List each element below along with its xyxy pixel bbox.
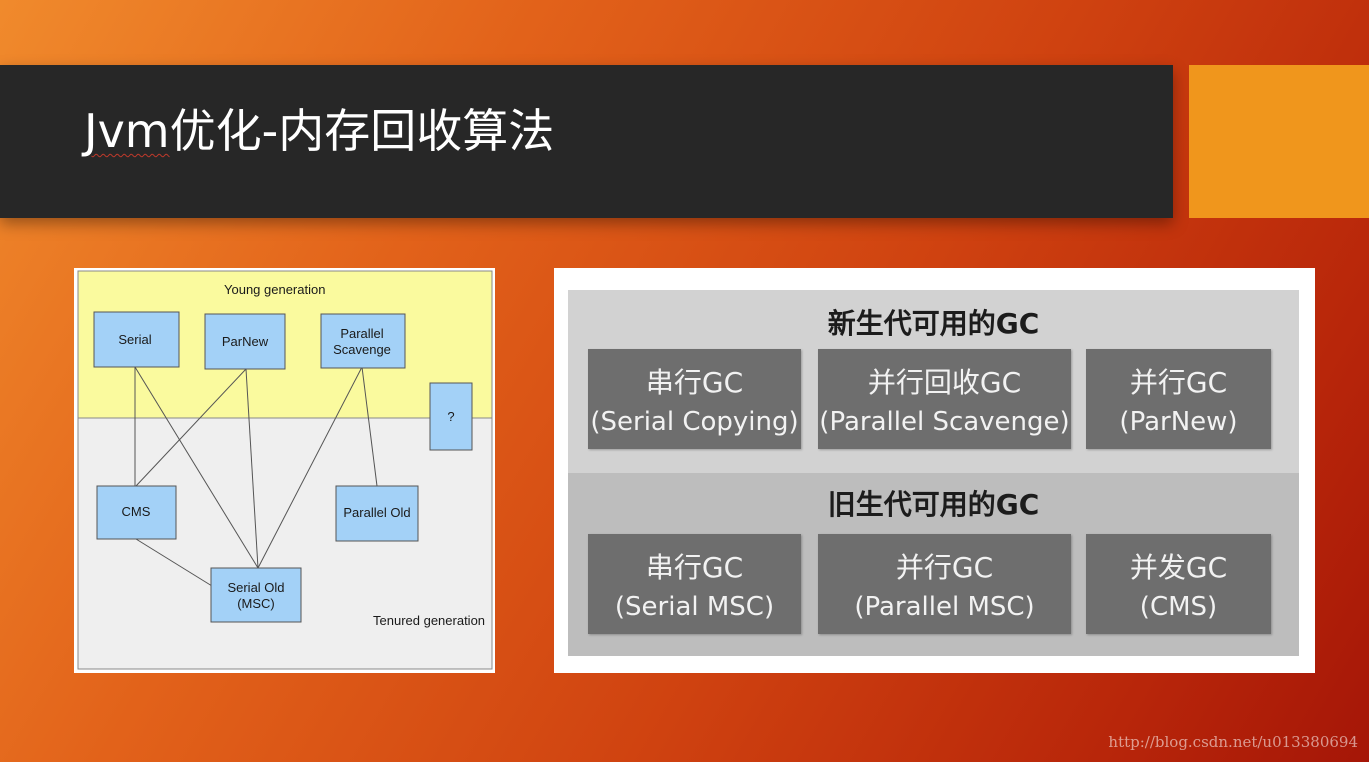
parallel-old-label: Parallel Old [343,505,410,520]
young-cell-2-english: (Parallel Scavenge) [819,407,1070,437]
accent-square [1189,65,1369,218]
slide-title: Jvm优化-内存回收算法 [84,108,554,154]
watermark-url: http://blog.csdn.net/u013380694 [1108,733,1358,751]
old-cell-2-name: 并行GC [895,551,994,584]
old-cell-3-english: (CMS) [1139,592,1218,622]
title-prefix: Jvm [84,104,170,158]
parallel-old-box [335,485,419,542]
old-cell-3-name: 并发GC [1129,551,1228,584]
unknown-collector-box [429,382,473,451]
link-serial-serial-old [134,366,259,569]
tenured-generation-region [77,417,493,670]
old-cell-serial-msc: 串行GC (Serial MSC) [588,534,801,634]
old-cell-1-name: 串行GC [645,551,744,584]
tenured-generation-label: Tenured generation [373,613,485,628]
title-bar [0,65,1173,218]
old-gc-title: 旧生代可用的GC [827,488,1040,521]
available-gc-table: 新生代可用的GC 串行GC (Serial Copying) 并行回收GC (P… [554,268,1315,673]
old-gc-band: 旧生代可用的GC 串行GC (Serial MSC) 并行GC (Paralle… [568,473,1299,656]
serial-old-label-line1: Serial Old [227,580,284,595]
link-scavenge-parallel-old [361,366,378,487]
young-cell-parallel-scavenge: 并行回收GC (Parallel Scavenge) [818,349,1071,449]
gc-table-inner: 新生代可用的GC 串行GC (Serial Copying) 并行回收GC (P… [568,290,1299,656]
link-cms-serial-old [135,538,213,587]
young-gc-band: 新生代可用的GC 串行GC (Serial Copying) 并行回收GC (P… [568,290,1299,473]
parnew-label: ParNew [222,334,269,349]
young-gc-title: 新生代可用的GC [827,307,1040,340]
serial-old-label-line2: (MSC) [237,596,275,611]
diagram-canvas: Young generation Tenured generation Seri… [77,270,493,670]
old-cell-cms: 并发GC (CMS) [1086,534,1271,634]
young-generation-label: Young generation [224,282,325,297]
young-cell-3-english: (ParNew) [1119,407,1238,437]
gc-combination-diagram: Young generation Tenured generation Seri… [74,268,495,673]
serial-box [93,311,180,368]
collector-links [134,366,378,587]
young-cell-1-english: (Serial Copying) [590,407,799,437]
title-rest: 优化-内存回收算法 [169,104,555,158]
parallel-scavenge-box [320,313,406,369]
old-cell-1-english: (Serial MSC) [614,592,775,622]
link-parnew-cms [135,368,247,487]
serial-old-box [210,567,302,623]
serial-label: Serial [118,332,151,347]
young-cell-3-name: 并行GC [1129,366,1228,399]
old-cell-parallel-msc: 并行GC (Parallel MSC) [818,534,1071,634]
link-scavenge-serial-old [257,366,363,569]
parallel-scavenge-label-line1: Parallel [340,326,383,341]
cms-box [96,485,177,540]
unknown-collector-label: ? [447,409,454,424]
parnew-box [204,313,286,370]
cms-label: CMS [122,504,151,519]
young-cell-1-name: 串行GC [645,366,744,399]
young-cell-parnew: 并行GC (ParNew) [1086,349,1271,449]
parallel-scavenge-label-line2: Scavenge [333,342,391,357]
young-cell-serial-copying: 串行GC (Serial Copying) [588,349,801,449]
link-parnew-serial-old [245,368,259,569]
young-cell-2-name: 并行回收GC [867,366,1022,399]
old-cell-2-english: (Parallel MSC) [854,592,1035,622]
